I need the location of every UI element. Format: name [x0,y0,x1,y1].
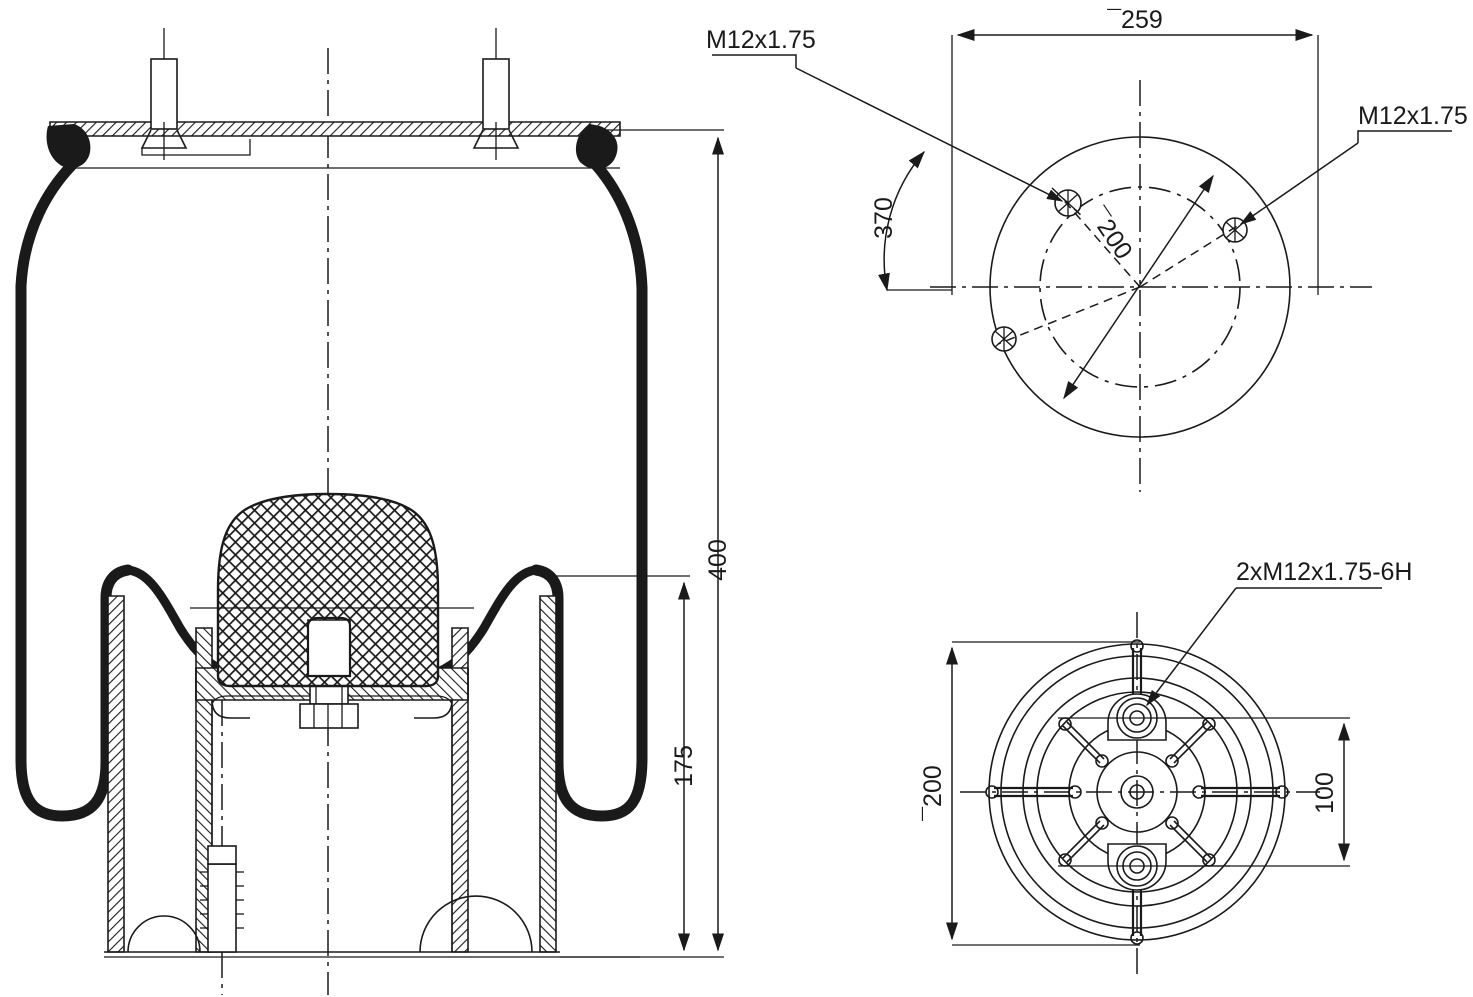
bolt-hole-upper-left [1051,187,1085,219]
leader-thread-piston: 2xM12x1.75-6H [1146,558,1412,707]
piston-ring-3 [1022,677,1252,907]
piston-center-hole [1129,784,1145,800]
bead-ring-left [46,124,91,169]
dimension-angle-370: 370 [870,150,952,292]
top-stud-right [472,28,520,160]
top-stud-left [140,28,251,160]
label-m12-left: M12x1.75 [706,26,816,54]
leader-thread-top-right: M12x1.75 [1239,102,1468,225]
dimension-value-piston-200: ¯200 [919,765,947,822]
threaded-boss-bottom [1058,843,1230,891]
piston-bottom-view: 2xM12x1.75-6H ¯200 100 [919,558,1412,975]
bumper-cushion [190,492,474,688]
piston-horizontal-spokes [985,785,1289,799]
leader-underline-right [1357,130,1452,143]
dimension-value-bolt-circle-200: ¯200 [1083,202,1138,265]
piston-hub-outer [1096,751,1178,833]
piston-hub-inner [1120,775,1154,809]
piston-vertical-spokes [1130,639,1144,945]
dimension-value-370: 370 [870,197,898,239]
rubber-bellows [15,159,648,822]
bead-ring-right [575,124,618,170]
bolt-hole-lower-left [991,326,1017,352]
piston-ring-4 [1036,691,1238,893]
label-m12-right: M12x1.75 [1358,102,1468,130]
dimension-value-100: 100 [1311,772,1339,814]
dimension-overall-height: 400 [560,129,732,958]
top-plate-outline [989,136,1291,438]
top-cover-plate [49,121,621,169]
dimension-value-259: ¯259 [1106,6,1163,34]
dimension-value-175: 175 [670,745,698,787]
dimension-bolt-spacing: 100 [1166,717,1350,867]
port-thread-marks [200,871,244,929]
label-2xm12-piston: 2xM12x1.75-6H [1236,558,1412,586]
dimension-value-400: 400 [704,539,732,581]
leader-thread-top-left: M12x1.75 [706,26,1064,202]
bolt-radial-lines [997,195,1243,345]
dimension-piston-height: 175 [556,575,698,952]
dimension-plate-diameter: ¯259 [951,6,1319,295]
piston-ribs [1058,717,1216,867]
leader-underline-left [712,54,797,68]
threaded-boss-top [1058,693,1230,741]
piston-outer-circle [988,643,1286,941]
air-inlet-port [200,700,244,995]
piston-ring-2 [1000,655,1274,929]
front-cross-section-view: 400 175 [15,28,732,995]
top-plate-view: M12x1.75 M12x1.75 ¯259 370 ¯200 [706,6,1468,492]
dimension-piston-diameter: ¯200 [919,641,1140,946]
